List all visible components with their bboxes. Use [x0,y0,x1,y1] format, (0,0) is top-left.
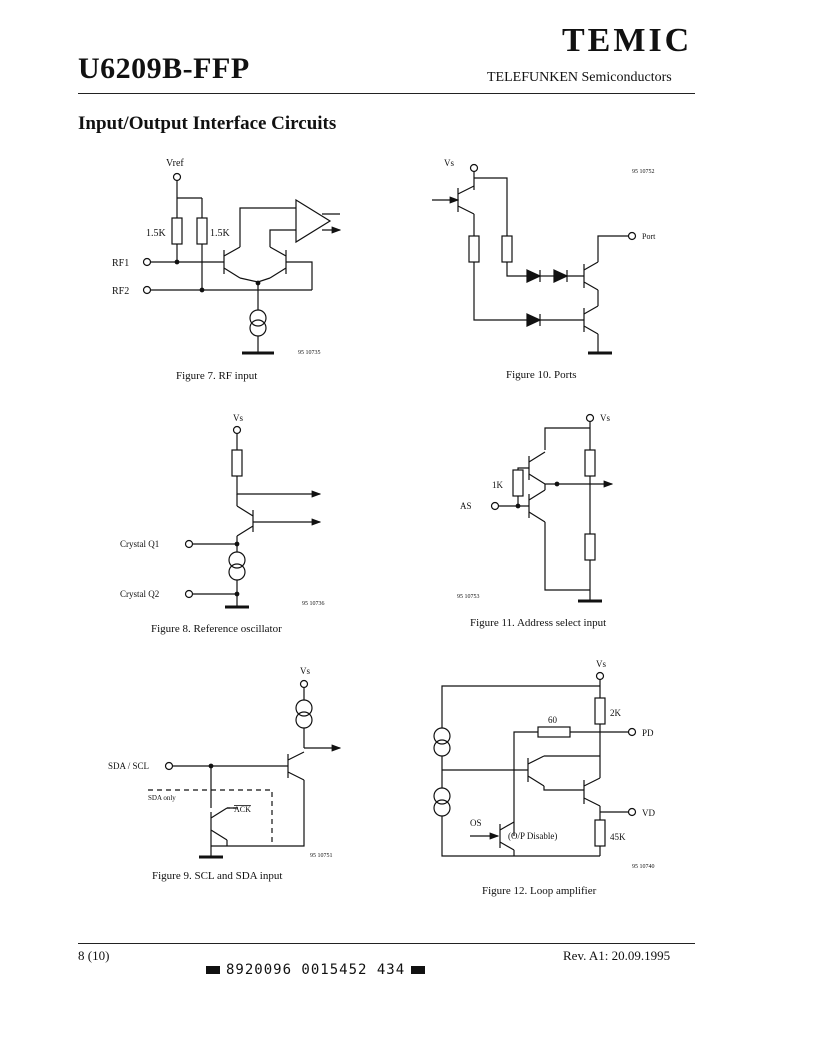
fig9-code: 95 10751 [310,853,333,859]
figure-11-schematic [490,413,613,603]
figure-9-schematic [148,679,340,859]
brand-tagline: TELEFUNKEN Semiconductors [487,70,672,85]
fig9-sda: SDA / SCL [108,761,149,771]
fig12-vd: VD [642,808,655,818]
fig9-vs: Vs [300,666,310,676]
figure-12-caption: Figure 12. Loop amplifier [482,885,597,897]
fig11-vs: Vs [600,413,610,423]
fig7-code: 95 10735 [298,350,321,356]
figure-10-caption: Figure 10. Ports [506,369,577,381]
fig12-r2k: 2K [610,708,622,718]
figure-8-caption: Figure 8. Reference oscillator [151,623,282,635]
fig7-r1: 1.5K [146,228,167,239]
fig7-rf1: RF1 [112,258,129,269]
figure-7-caption: Figure 7. RF input [176,370,258,382]
figure-10-schematic [432,163,637,355]
figure-8-schematic [184,425,321,609]
section-title: Input/Output Interface Circuits [78,113,337,134]
revision: Rev. A1: 20.09.1995 [563,948,671,963]
fig8-vs: Vs [233,413,243,423]
fig7-r2: 1.5K [210,228,231,239]
barcode-text: 8920096 0015452 434 [226,962,406,978]
fig12-opd: (O/P Disable) [508,831,557,841]
barcode-block-left [206,966,220,974]
fig12-pd: PD [642,728,654,738]
fig7-vref: Vref [166,158,184,169]
fig11-r: 1K [492,480,504,490]
fig12-r60: 60 [548,715,558,725]
fig9-ack: ACK [234,805,251,814]
fig11-code: 95 10753 [457,594,480,600]
fig10-vs: Vs [444,158,454,168]
fig12-os: OS [470,818,482,828]
fig10-port: Port [642,232,656,241]
fig11-as: AS [460,501,472,511]
fig8-q2: Crystal Q2 [120,589,159,599]
fig12-r45: 45K [610,832,626,842]
figure-12-schematic [433,671,637,857]
header-rule [78,93,695,94]
barcode-block-right [411,966,426,974]
fig9-sda-only: SDA only [148,794,176,802]
fig8-code: 95 10736 [302,601,325,607]
part-number: U6209B-FFP [78,52,250,85]
brand-logo: TEMIC [562,22,693,59]
fig12-code: 95 10740 [632,864,655,870]
fig12-vs: Vs [596,659,606,669]
fig10-code: 95 10752 [632,169,655,175]
figure-11-caption: Figure 11. Address select input [470,617,607,629]
figure-7-schematic [142,172,341,355]
barcode-line: 8920096 0015452 434 [200,962,431,978]
fig7-rf2: RF2 [112,286,129,297]
figure-9-caption: Figure 9. SCL and SDA input [152,870,283,882]
page-number: 8 (10) [78,948,110,963]
diagram-labels: Vref 1.5K 1.5K RF1 RF2 95 10735 Vs Port … [108,158,656,870]
fig8-q1: Crystal Q1 [120,539,159,549]
footer-rule [78,943,695,944]
